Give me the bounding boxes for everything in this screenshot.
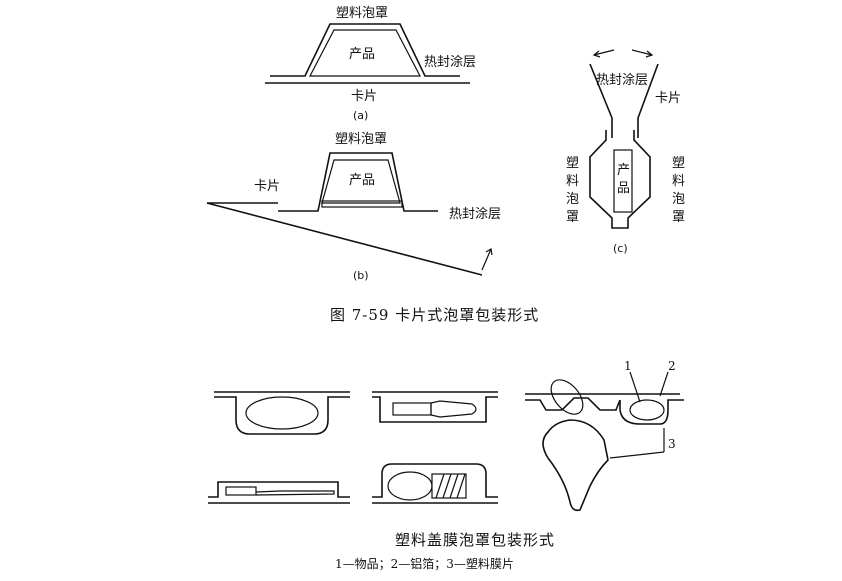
svg-text:料: 料 — [566, 174, 579, 189]
thumb — [542, 419, 609, 512]
arrow-left-head — [592, 50, 601, 58]
figure-caption-top: 图 7-59 卡片式泡罩包装形式 — [330, 306, 539, 324]
product-label: 产品 — [349, 47, 375, 62]
callout-1: 1 — [624, 359, 632, 373]
coating-label-b: 热封涂层 — [449, 206, 501, 222]
arrow-right-head — [645, 50, 654, 58]
figure-caption-bottom: 塑料盖膜泡罩包装形式 — [395, 531, 555, 549]
flat-product — [225, 486, 257, 496]
bulb — [387, 471, 433, 501]
bubble-c — [589, 130, 651, 229]
product-label-b: 产品 — [349, 173, 375, 188]
blister-capsule — [372, 391, 498, 423]
hatched-cap — [431, 473, 467, 499]
peel-arrow — [481, 248, 492, 271]
product-inner — [309, 29, 421, 77]
tag-b: (b) — [353, 269, 369, 282]
product-label-c: 产 品 — [617, 163, 630, 196]
svg-text:罩: 罩 — [672, 210, 685, 225]
coating-label-c: 热封涂层 — [596, 72, 648, 88]
tag-c: (c) — [613, 242, 628, 255]
figure-b: 塑料泡罩 产品 卡片 热封涂层 (b) — [206, 132, 501, 282]
bubble-label: 塑料泡罩 — [336, 6, 388, 21]
figure-legend-bottom: 1—物品；2—铝箔；3—塑料膜片 — [335, 556, 514, 571]
card-label-b: 卡片 — [254, 179, 280, 194]
hatch-lines — [435, 473, 466, 499]
callout-3: 3 — [668, 437, 676, 451]
product-base-b — [321, 200, 403, 208]
capsule-tip — [430, 400, 477, 418]
svg-text:品: 品 — [617, 181, 630, 196]
bubble-outer-b — [278, 152, 438, 212]
svg-text:泡: 泡 — [566, 192, 579, 207]
blister-oval — [214, 391, 350, 435]
callout-2: 2 — [668, 359, 676, 373]
bubble-label-c-right: 塑 料 泡 罩 — [672, 156, 685, 225]
card-diagonal — [206, 202, 483, 276]
svg-text:产: 产 — [617, 163, 630, 178]
arrow-left — [593, 49, 615, 56]
figure-c: 热封涂层 卡片 塑 料 泡 罩 产 品 塑 料 泡 罩 (c) — [566, 49, 685, 255]
leader-1 — [629, 371, 641, 403]
product-inner-b — [321, 159, 401, 204]
bubble-outer — [270, 23, 460, 77]
tag-a: (a) — [353, 109, 368, 122]
card-label: 卡片 — [351, 89, 377, 104]
product-c — [613, 149, 633, 213]
svg-text:罩: 罩 — [566, 210, 579, 225]
svg-text:料: 料 — [672, 174, 685, 189]
card-left — [589, 63, 613, 138]
leader-3a — [609, 451, 665, 459]
arrow-head — [485, 248, 493, 256]
figure-a: 塑料泡罩 产品 热封涂层 卡片 (a) — [265, 6, 476, 122]
svg-text:塑: 塑 — [672, 156, 685, 171]
card-right — [637, 63, 659, 138]
svg-text:塑: 塑 — [566, 156, 579, 171]
item-1 — [629, 399, 665, 421]
ejected-item — [550, 379, 584, 415]
blister-flat — [208, 481, 350, 504]
coating-label: 热封涂层 — [424, 54, 476, 70]
capsule-body — [392, 402, 432, 416]
svg-text:泡: 泡 — [672, 192, 685, 207]
leader-2 — [659, 371, 669, 397]
bubble-label-b: 塑料泡罩 — [335, 132, 387, 147]
bubble-label-c-left: 塑 料 泡 罩 — [566, 156, 579, 225]
card-label-c: 卡片 — [655, 91, 681, 106]
push-through-illustration: 1 2 3 — [525, 359, 684, 512]
arrow-right — [631, 49, 653, 56]
blister-bulb — [372, 463, 498, 504]
oval-product — [245, 396, 319, 430]
